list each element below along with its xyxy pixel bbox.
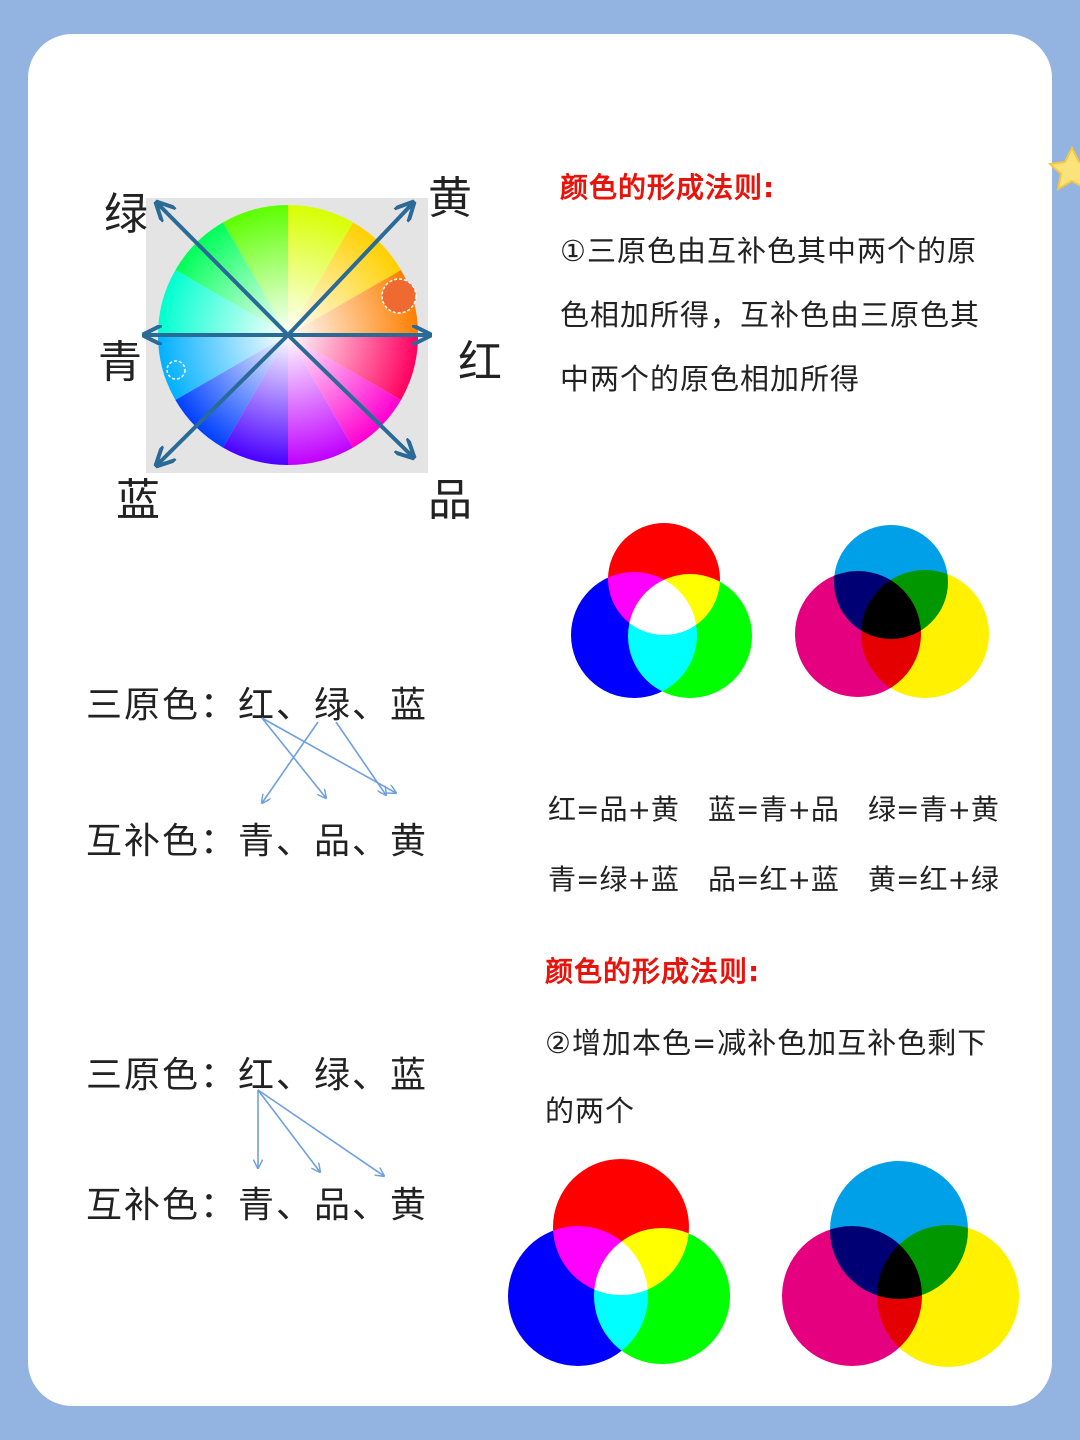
picker-ring	[166, 360, 186, 380]
wheel-label-yellow: 黄	[428, 173, 472, 224]
wheel-label-green: 绿	[104, 189, 148, 240]
rgb-venn-small	[571, 523, 752, 698]
complementary-colors-line-1: 互补色：青、品、黄	[86, 821, 429, 862]
rule1-title: 颜色的形成法则:	[560, 171, 776, 204]
cmy-venn-small	[795, 525, 989, 698]
equation-cyan: 青=绿+蓝	[548, 863, 679, 896]
rule2-title: 颜色的形成法则:	[545, 955, 761, 988]
rule1-line-2: 色相加所得，互补色由三原色其	[560, 298, 981, 332]
wheel-axis-arrows	[146, 204, 428, 464]
wheel-label-magenta: 品	[428, 475, 472, 526]
wheel-label-cyan: 青	[98, 337, 142, 388]
picker-dot	[381, 278, 417, 314]
equation-yellow: 黄=红+绿	[868, 863, 999, 896]
rule2-line-2: 的两个	[545, 1094, 636, 1128]
equation-magenta: 品=红+蓝	[708, 863, 839, 896]
equation-red: 红=品+黄	[548, 793, 679, 826]
equation-blue: 蓝=青+品	[708, 793, 839, 826]
wheel-label-blue: 蓝	[116, 475, 160, 526]
rule1-line-3: 中两个的原色相加所得	[560, 362, 861, 396]
rgb-venn-large	[508, 1159, 730, 1366]
primary-colors-line-2: 三原色：红、绿、蓝	[86, 1055, 429, 1096]
rule2-line-1: ②增加本色=减补色加互补色剩下	[545, 1026, 988, 1060]
primary-colors-line-1: 三原色：红、绿、蓝	[86, 685, 429, 726]
complementary-colors-line-2: 互补色：青、品、黄	[86, 1185, 429, 1226]
cmy-venn-large	[782, 1161, 1019, 1367]
wheel-label-red: 红	[458, 337, 502, 388]
equation-green: 绿=青+黄	[868, 793, 999, 826]
rule1-line-1: ①三原色由互补色其中两个的原	[560, 234, 977, 268]
